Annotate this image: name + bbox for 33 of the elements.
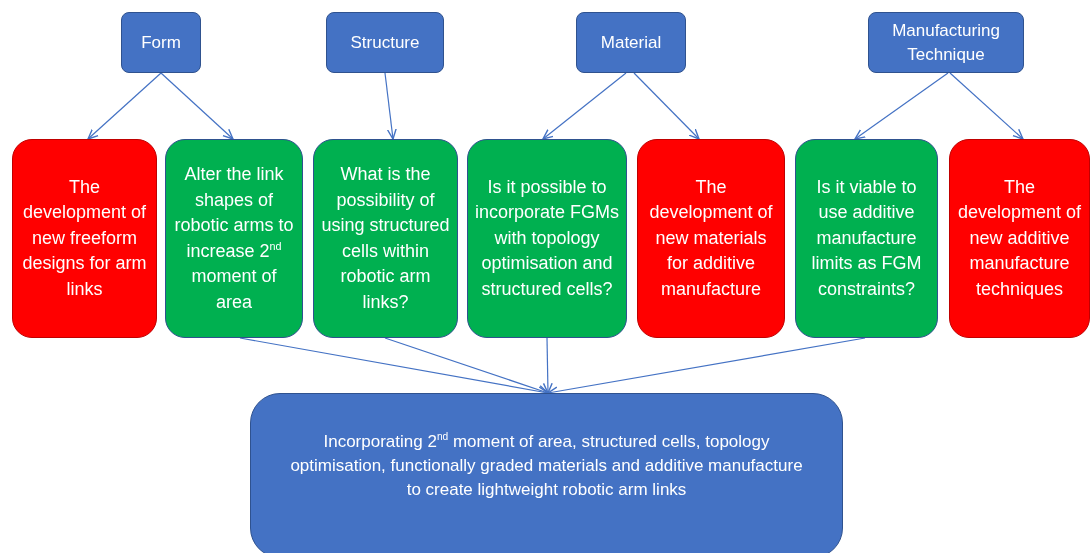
question-box	[313, 139, 458, 338]
question-box	[165, 139, 303, 338]
category-box	[868, 12, 1024, 73]
box-text: Form	[141, 31, 181, 54]
box-text: Incorporating 2$^{nd}$ moment of area, structured cells, topology optimisation, functionally graded materials and additive manufacture to create lightweight robotic arm links	[289, 429, 804, 501]
box-text: Is it viable to use additive manufacture limits as FGM constraints?	[810, 175, 923, 301]
arrow	[384, 337, 549, 395]
box-text: The development of new additive manufacture techniques	[956, 175, 1083, 301]
arrow	[542, 72, 627, 140]
arrow	[949, 72, 1024, 140]
arrow	[384, 72, 397, 140]
question-box	[467, 139, 627, 338]
arrow	[542, 337, 553, 394]
question-box	[949, 139, 1090, 338]
box-text: Manufacturing Technique	[891, 19, 1001, 66]
box-text: Material	[600, 31, 662, 54]
arrow	[854, 72, 949, 140]
question-box	[12, 139, 157, 338]
question-box	[795, 139, 938, 338]
arrow	[160, 72, 234, 140]
category-box	[576, 12, 686, 73]
box-text: What is the possibility of using structured cells within robotic arm links?	[320, 163, 451, 314]
arrow	[87, 72, 162, 140]
question-box	[637, 139, 785, 338]
goal-box	[250, 393, 843, 553]
arrow	[633, 72, 700, 140]
box-text: Alter the link shapes of robotic arms to increase 2$^{nd}$ moment of area	[173, 163, 295, 314]
box-text: The development of new freeform designs for arm links	[21, 175, 148, 301]
box-text: Structure	[350, 31, 420, 54]
category-box	[326, 12, 444, 73]
category-box	[121, 12, 201, 73]
box-text: The development of new materials for additive manufacture	[648, 175, 774, 301]
box-text: Is it possible to incorporate FGMs with topology optimisation and structured cells?	[474, 175, 620, 301]
